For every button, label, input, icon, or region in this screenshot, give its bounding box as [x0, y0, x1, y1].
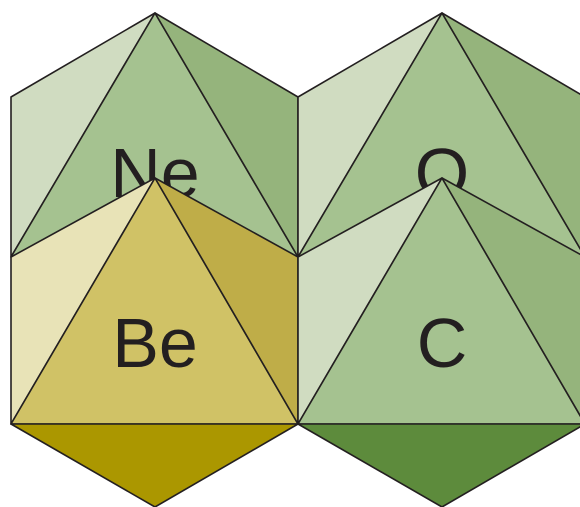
- o-right-facet: [441, 12, 580, 251]
- be-bottom-facet: [10, 423, 299, 507]
- tile-ne: Ne: [10, 12, 299, 258]
- tile-label-c: C: [417, 304, 468, 382]
- c-right-facet: [441, 177, 580, 417]
- tile-label-be: Be: [112, 304, 198, 382]
- tile-be: Be: [10, 177, 299, 507]
- c-bottom-facet: [297, 423, 580, 507]
- tile-c: C: [297, 177, 580, 507]
